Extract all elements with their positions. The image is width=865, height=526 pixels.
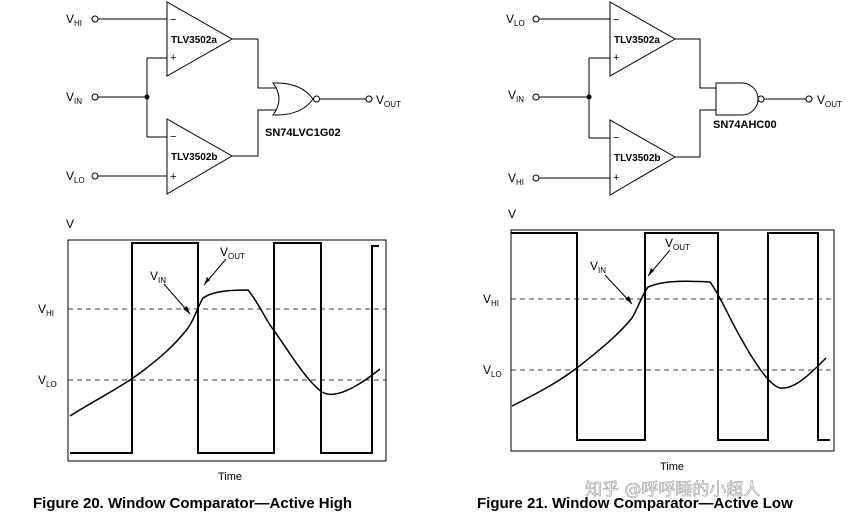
- vin-annotation: VIN: [590, 259, 606, 275]
- nor-bubble: [313, 95, 320, 103]
- vin-input-label: VIN: [508, 88, 524, 104]
- vhi-input-label: VHI: [66, 12, 82, 28]
- figure-caption: Figure 21. Window Comparator—Active Low: [477, 495, 793, 512]
- schematic-active-low: VLO VIN VHI − + TLV3502a − + TLV3502b VO…: [506, 1, 842, 196]
- comparator-a-label: TLV3502a: [171, 35, 217, 46]
- vout-terminal: [805, 95, 813, 103]
- comparator-b-plus: +: [613, 172, 619, 184]
- vlo-threshold-label: VLO: [38, 373, 57, 389]
- schematic-active-high: VHI VIN VLO − + TLV3502a − + TLV3502b VO…: [66, 1, 401, 195]
- plot-frame: [510, 229, 835, 452]
- vin-terminal: [91, 93, 99, 101]
- comparator-a-triangle: [609, 1, 677, 77]
- vlo-input-label: VLO: [506, 12, 525, 28]
- x-axis-label: Time: [660, 461, 684, 473]
- comparator-b-minus: −: [613, 132, 619, 144]
- vin-waveform: [69, 289, 381, 417]
- vout-waveform: [511, 232, 830, 441]
- vhi-threshold-label: VHI: [483, 292, 499, 308]
- y-axis-label: V: [508, 207, 516, 221]
- waveform-active-low: V VHI VLO VIN VOUT Time Figure 21. Windo…: [477, 207, 835, 512]
- nor-gate: [272, 82, 314, 116]
- y-axis-label: V: [66, 217, 74, 231]
- vout-annotation: VOUT: [665, 236, 690, 252]
- vlo-threshold-label: VLO: [483, 363, 502, 379]
- comparator-b-plus: +: [170, 171, 176, 183]
- x-axis-label: Time: [218, 471, 242, 483]
- figure-caption: Figure 20. Window Comparator—Active High: [33, 495, 352, 512]
- comparator-a-minus: −: [613, 14, 619, 26]
- vlo-terminal: [532, 15, 540, 23]
- vout-waveform: [70, 242, 379, 454]
- comparator-a-plus: +: [170, 52, 176, 64]
- comparator-b-label: TLV3502b: [171, 152, 218, 163]
- vin-input-label: VIN: [66, 90, 82, 106]
- comparator-a-plus: +: [613, 52, 619, 64]
- vhi-terminal: [91, 15, 99, 23]
- nor-gate-label: SN74LVC1G02: [265, 127, 341, 139]
- nand-bubble: [757, 95, 765, 103]
- vout-output-label: VOUT: [817, 93, 842, 109]
- nand-gate: [715, 82, 759, 116]
- vout-terminal: [365, 95, 373, 103]
- comparator-b-label: TLV3502b: [614, 153, 661, 164]
- vhi-terminal: [532, 174, 540, 182]
- vhi-input-label: VHI: [508, 171, 524, 187]
- comparator-b-triangle: [166, 118, 234, 195]
- vhi-threshold-label: VHI: [38, 302, 54, 318]
- waveform-active-high: V VHI VLO VIN VOUT Time Figure 20. Windo…: [33, 217, 387, 512]
- vlo-input-label: VLO: [66, 169, 85, 185]
- watermark: 知乎 @呼呼睡的小超人: [585, 480, 760, 500]
- nand-gate-label: SN74AHC00: [713, 119, 777, 131]
- vout-output-label: VOUT: [376, 93, 401, 109]
- comparator-a-triangle: [166, 1, 234, 77]
- comparator-b-triangle: [609, 119, 677, 196]
- vin-annotation: VIN: [150, 269, 166, 285]
- comparator-a-minus: −: [170, 14, 176, 26]
- vout-annotation: VOUT: [220, 245, 245, 261]
- vlo-terminal: [91, 172, 99, 180]
- comparator-a-label: TLV3502a: [614, 35, 660, 46]
- vin-waveform: [511, 280, 827, 407]
- plot-frame: [67, 239, 387, 462]
- vin-terminal: [532, 93, 540, 101]
- comparator-b-minus: −: [170, 131, 176, 143]
